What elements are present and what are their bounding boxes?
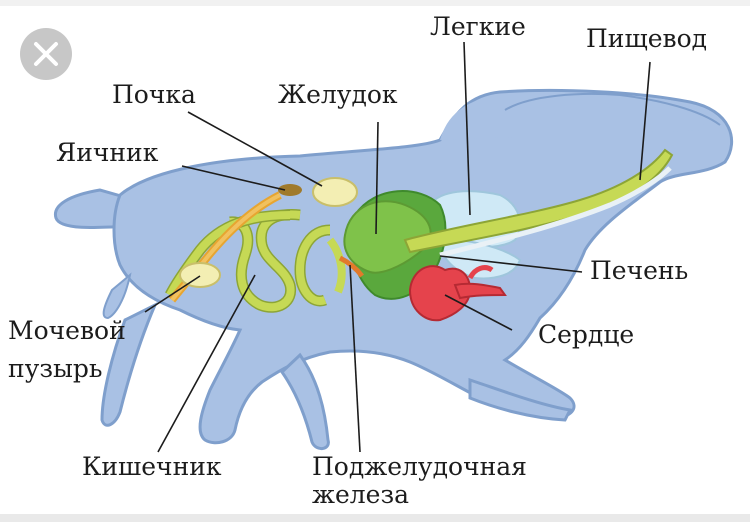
heart	[408, 265, 507, 322]
kidney	[312, 177, 358, 207]
intestines	[165, 209, 346, 313]
leader-kishechnik	[157, 274, 256, 453]
label-serdtse: Сердце	[538, 320, 635, 349]
label-mochevoy-line1: Мочевой	[8, 316, 126, 345]
label-podzhel-line1: Поджелудочная	[312, 452, 527, 481]
label-zheludok: Желудок	[278, 80, 398, 109]
leader-zheludok	[375, 121, 379, 235]
label-yaichnik: Яичник	[56, 138, 159, 167]
bottom-border	[0, 514, 750, 522]
label-pochka: Почка	[112, 80, 196, 109]
leader-serdtse	[444, 294, 513, 331]
esophagus	[403, 148, 674, 258]
leader-podzhel	[349, 264, 361, 453]
label-mochevoy-line2: пузырь	[8, 354, 103, 383]
leader-pechen	[439, 255, 583, 273]
leader-pishchevod	[639, 61, 651, 181]
leader-pochka	[187, 111, 323, 187]
label-legkie: Легкие	[430, 12, 526, 41]
close-button[interactable]	[20, 28, 72, 80]
leader-lines	[144, 41, 651, 453]
bladder	[179, 262, 221, 288]
close-icon	[34, 42, 58, 66]
leader-yaichnik	[181, 165, 286, 191]
pancreas	[338, 255, 364, 278]
leader-mochevoy	[144, 275, 201, 313]
leader-legkie	[463, 41, 471, 216]
label-pechen: Печень	[590, 256, 689, 285]
label-kishechnik: Кишечник	[82, 452, 222, 481]
label-podzhel-line2: железа	[312, 480, 410, 509]
top-border	[0, 0, 750, 6]
ovary	[278, 184, 302, 196]
label-pishchevod: Пищевод	[586, 24, 708, 53]
